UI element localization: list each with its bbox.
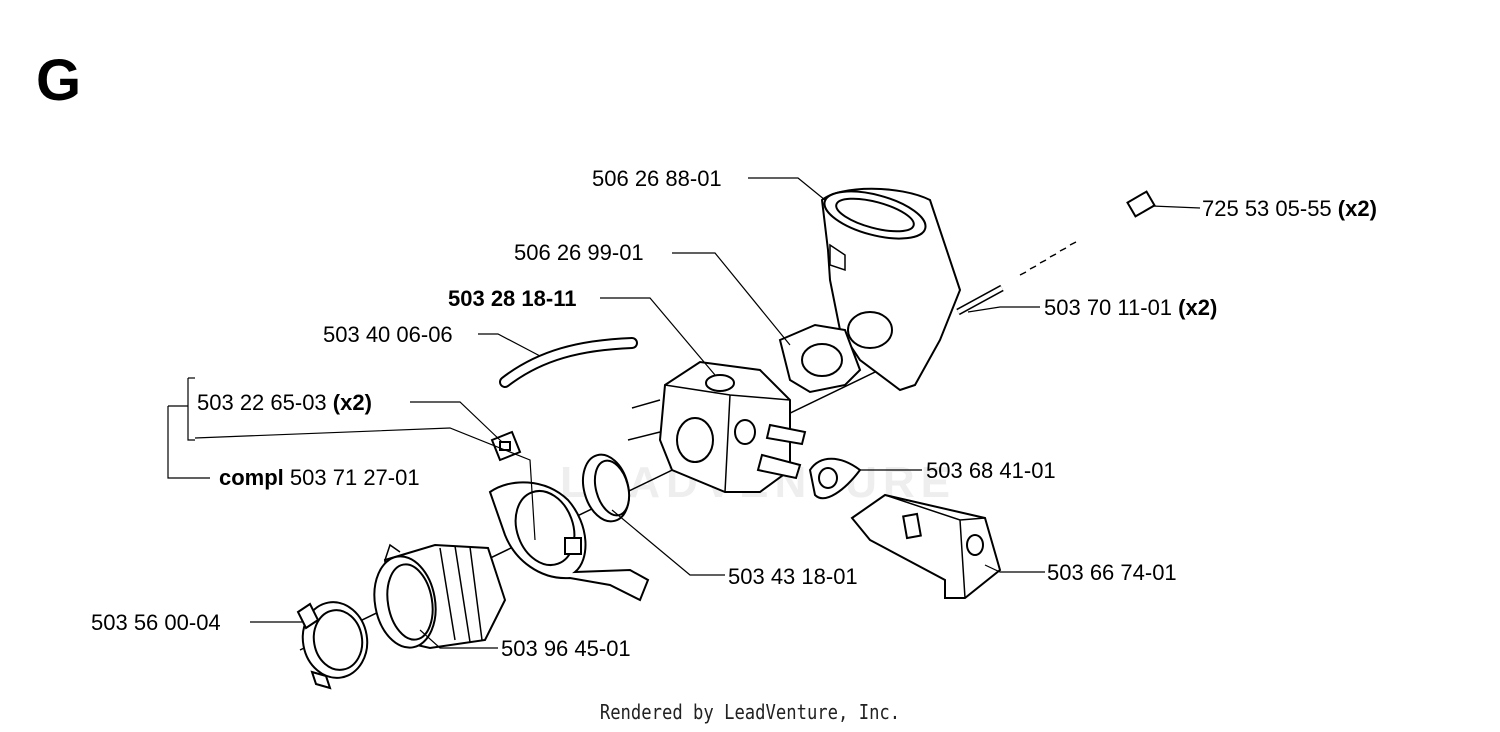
label-screw: 725 53 05-55 (x2) bbox=[1202, 198, 1377, 220]
label-compl-word: compl bbox=[219, 465, 284, 490]
label-compl-number: 503 71 27-01 bbox=[289, 465, 420, 490]
screw-part bbox=[974, 190, 1156, 302]
label-nut-qty: (x2) bbox=[332, 390, 372, 415]
clamp-part bbox=[488, 481, 650, 602]
label-nut: 503 22 65-03 (x2) bbox=[197, 392, 372, 414]
section-letter: G bbox=[36, 48, 82, 113]
label-intake-boot: 503 96 45-01 bbox=[501, 636, 631, 661]
label-hose-clamp: 503 56 00-04 bbox=[91, 610, 221, 635]
render-credit: Rendered by LeadVenture, Inc. bbox=[599, 700, 901, 724]
label-fuel-hose: 503 40 06-06 bbox=[323, 322, 453, 347]
intake-boot-part bbox=[373, 543, 507, 650]
grommet-part bbox=[808, 457, 862, 500]
label-screw-qty: (x2) bbox=[1337, 196, 1377, 221]
leader-lines bbox=[167, 177, 1201, 649]
label-grommet: 503 68 41-01 bbox=[926, 458, 1056, 483]
label-nut-number: 503 22 65-03 bbox=[197, 390, 327, 415]
label-pin: 503 70 11-01 (x2) bbox=[1044, 297, 1217, 319]
adapter-ring-part bbox=[581, 453, 631, 523]
pin-part bbox=[956, 284, 1004, 316]
label-compl-assembly: compl 503 71 27-01 bbox=[219, 467, 420, 489]
label-gasket-top: 506 26 99-01 bbox=[514, 240, 644, 265]
fuel-hose-part bbox=[499, 337, 638, 388]
gasket-part bbox=[778, 323, 862, 394]
carburetor-part bbox=[627, 360, 807, 493]
label-adapter-ring: 503 43 18-01 bbox=[728, 564, 858, 589]
intake-elbow-part bbox=[820, 187, 962, 392]
label-screw-number: 725 53 05-55 bbox=[1202, 196, 1332, 221]
bracket-part bbox=[850, 493, 1002, 599]
label-pin-number: 503 70 11-01 bbox=[1044, 295, 1173, 320]
hose-clamp-part bbox=[296, 601, 369, 690]
label-intake-elbow: 506 26 88-01 bbox=[592, 166, 722, 191]
label-bracket: 503 66 74-01 bbox=[1047, 560, 1177, 585]
label-carburetor: 503 28 18-11 bbox=[448, 286, 577, 311]
label-pin-qty: (x2) bbox=[1178, 295, 1218, 320]
